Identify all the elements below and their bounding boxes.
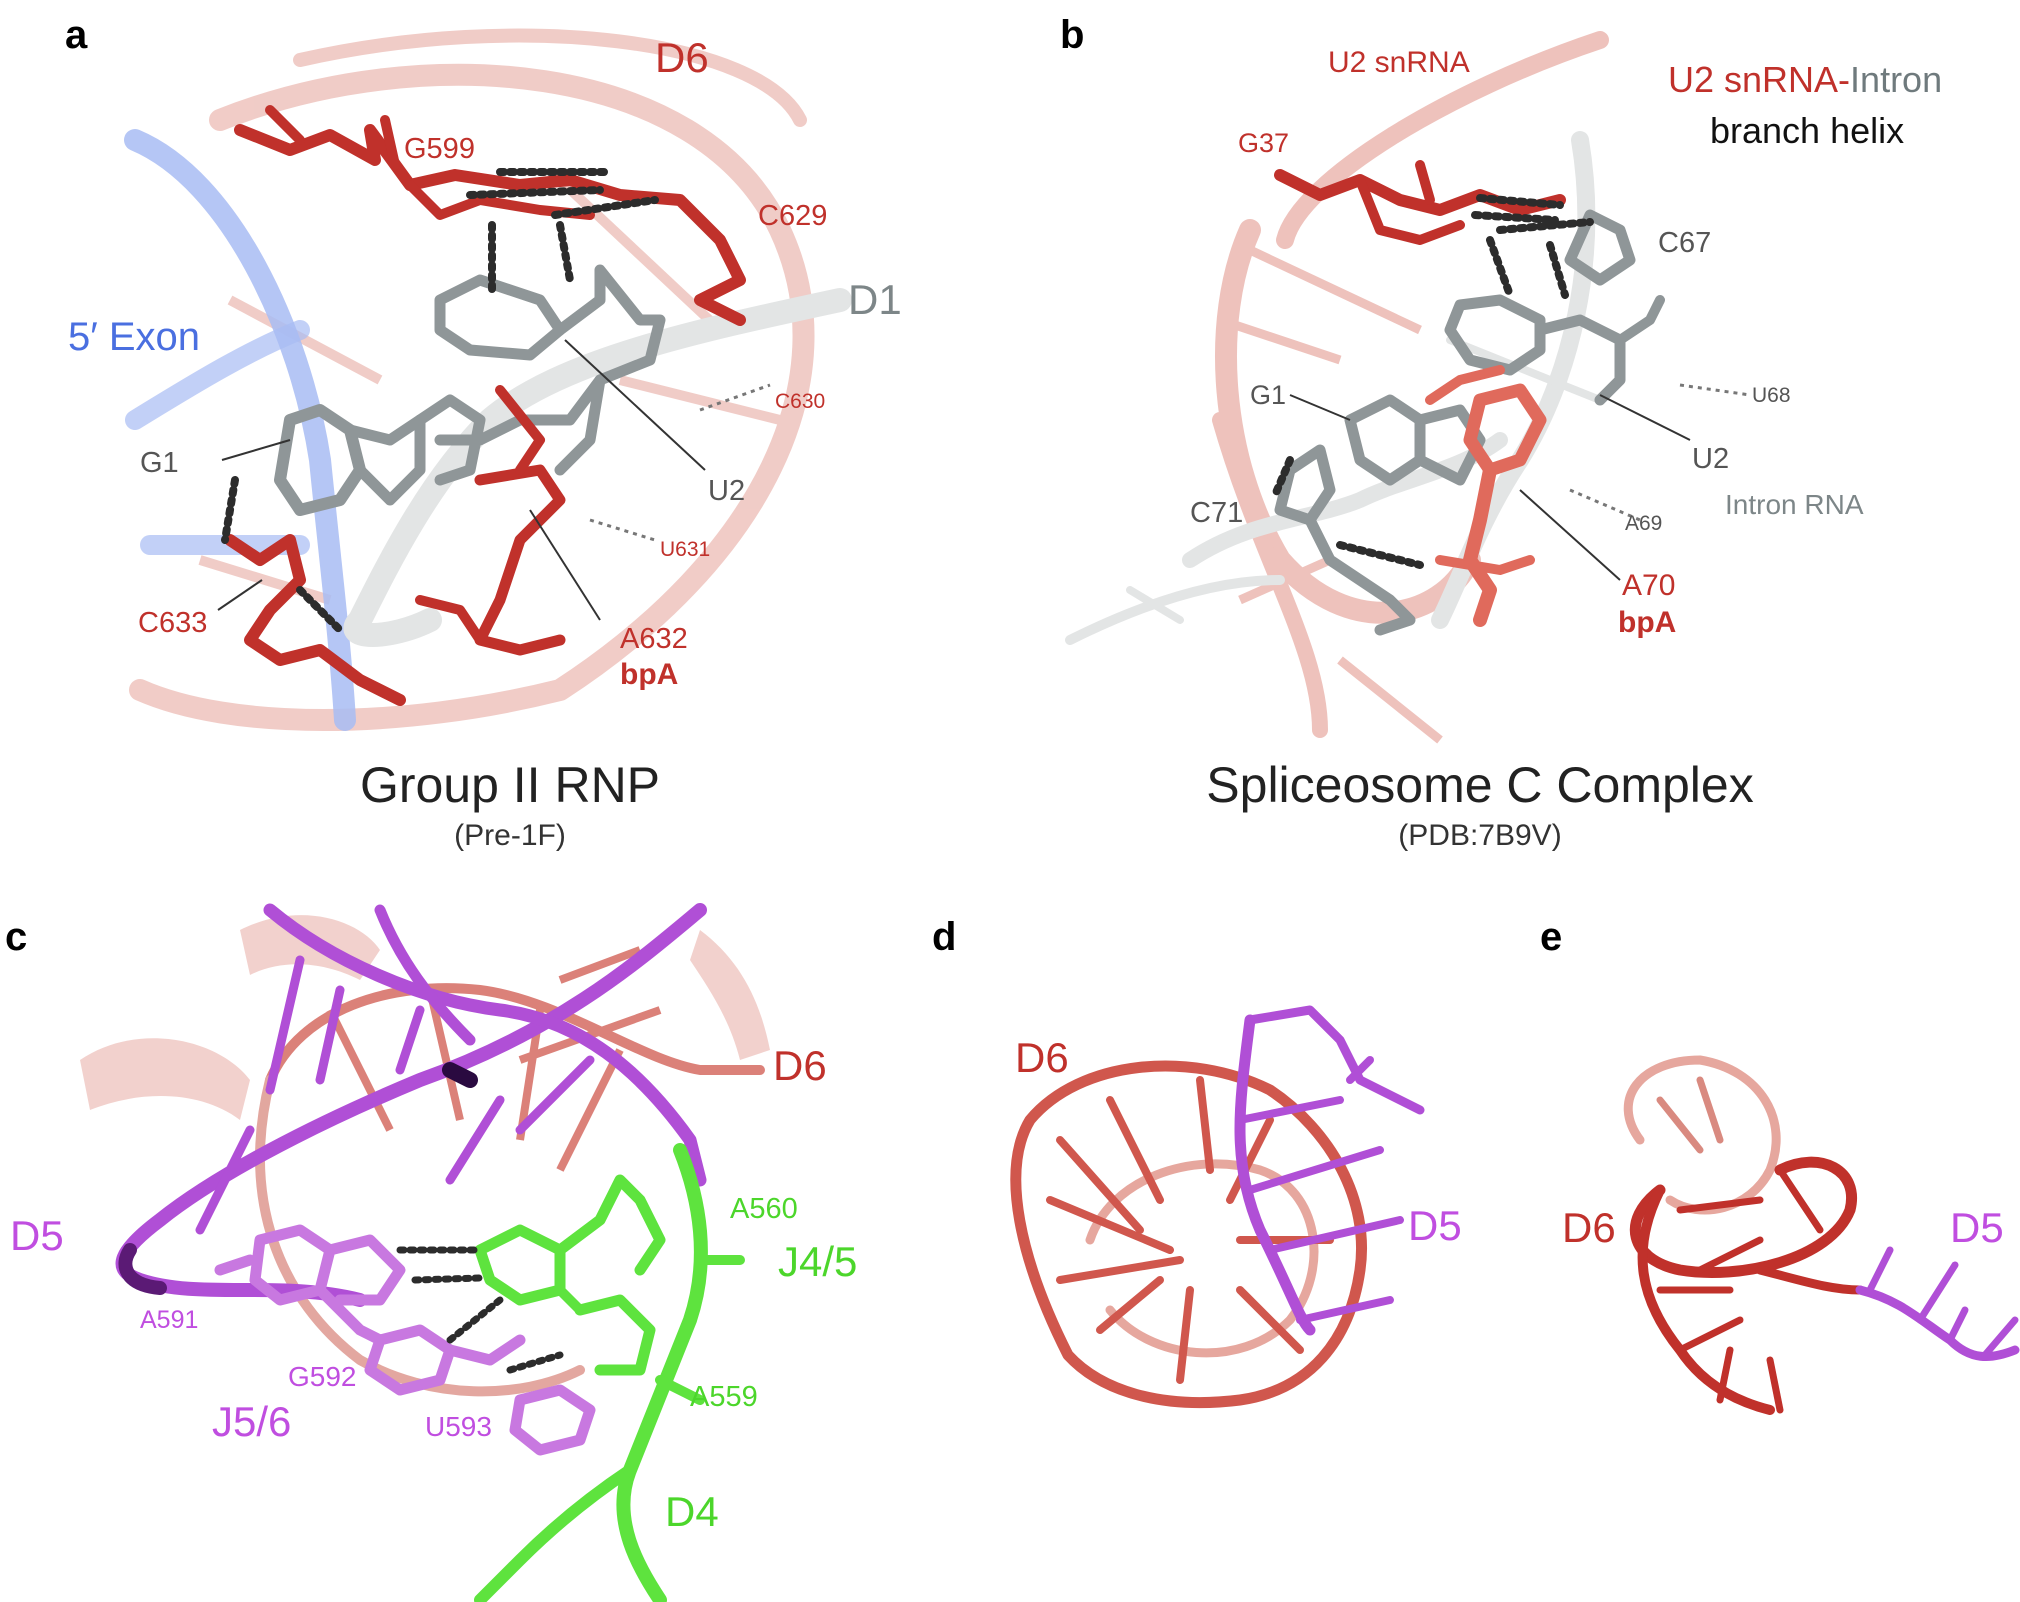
panel-c-label-d6: D6 [773, 1042, 827, 1089]
panel-d-backbone-d5 [1234, 1005, 1425, 1336]
panel-e: e D6 D5 [1540, 915, 2020, 1415]
panel-d: d D6 D5 [932, 915, 1462, 1408]
panel-e-letter: e [1540, 915, 1562, 959]
panel-b-label-g1: G1 [1250, 380, 1286, 410]
panel-b-label-helix-red: U2 snRNA- [1668, 59, 1850, 100]
panel-b-nucleotide-g1-c71 [1274, 394, 1486, 636]
panel-c: c D6 D5 A560 J4/5 A591 G592 J5/6 U593 A5… [5, 903, 857, 1602]
panel-c-label-j45: J4/5 [778, 1238, 857, 1285]
panel-c-hydrogen-bonds [396, 1246, 564, 1374]
panel-a-label-u631: U631 [660, 538, 710, 561]
panel-c-label-a560: A560 [730, 1193, 798, 1225]
panel-b-hydrogen-bonds [1271, 194, 1594, 569]
panel-b-label-helix-grey: Intron [1850, 59, 1942, 100]
panel-c-letter: c [5, 915, 27, 959]
panel-b-label-intron-rna: Intron RNA [1725, 489, 1864, 520]
panel-e-label-d5: D5 [1950, 1204, 2004, 1251]
panel-b-subcaption: (PDB:7B9V) [1398, 819, 1561, 852]
panel-b: b U2 snRNA U2 snRNA-Intron branch helix … [1060, 13, 1942, 852]
panel-b-label-u2-snrna: U2 snRNA [1328, 46, 1470, 79]
panel-a-hydrogen-bonds [221, 168, 659, 634]
panel-c-label-u593: U593 [425, 1411, 492, 1442]
panel-a-label-g599: G599 [404, 133, 475, 165]
panel-a-label-c633: C633 [138, 607, 207, 639]
panel-b-nucleotide-g37-c67 [1274, 160, 1636, 286]
panel-b-label-bpa: bpA [1618, 606, 1676, 639]
panel-b-label-helix: U2 snRNA-Intron [1668, 59, 1942, 100]
panel-c-nucleotides-j56 [214, 1224, 596, 1456]
panel-b-nucleotide-a70 [1425, 365, 1547, 627]
panel-a-subcaption: (Pre-1F) [454, 819, 566, 852]
panel-b-label-u2: U2 [1692, 443, 1729, 475]
panel-a-label-d1: D1 [848, 276, 902, 323]
panel-b-caption: Spliceosome C Complex [1206, 757, 1753, 813]
panel-b-leader-lines [1289, 394, 1691, 581]
panel-b-label-a69: A69 [1625, 512, 1662, 535]
panel-b-label-a70: A70 [1622, 569, 1675, 602]
panel-b-label-c71: C71 [1190, 497, 1243, 529]
panel-c-label-j56: J5/6 [212, 1398, 291, 1445]
panel-e-backbone-d5 [1855, 1246, 2020, 1362]
panel-a-label-u2: U2 [708, 475, 745, 507]
panel-a-label-exon: 5′ Exon [68, 315, 200, 359]
panel-b-label-branch-helix: branch helix [1710, 110, 1904, 151]
panel-b-backbone-red [1212, 31, 1609, 744]
panel-a-nucleotide-g1 [274, 394, 486, 516]
panel-c-label-a591: A591 [140, 1306, 198, 1334]
panel-c-label-g592: G592 [288, 1361, 357, 1392]
panel-a-leader-lines [217, 339, 706, 621]
panel-a-label-c629: C629 [758, 200, 827, 232]
panel-a-backbone-d6 [129, 28, 815, 731]
panel-d-backbone-d6 [1010, 1060, 1367, 1408]
panel-a-caption: Group II RNP [360, 757, 660, 813]
panel-a-nucleotide-a632-c633 [224, 385, 566, 706]
panel-a-label-g1: G1 [140, 447, 179, 479]
panel-e-backbone-d6 [1623, 1055, 1865, 1415]
panel-c-backbone-j45-d4 [474, 1143, 745, 1602]
panel-a-label-d6: D6 [655, 34, 709, 81]
panel-a-label-bpa: bpA [620, 658, 678, 691]
panel-c-backbone-d5 [115, 903, 707, 1307]
panel-b-label-g37: G37 [1238, 128, 1289, 158]
panel-a-dotted-leaders [589, 383, 771, 542]
panel-b-dotted-leaders [1569, 383, 1751, 522]
panel-a-backbone-d1 [343, 288, 852, 647]
panel-b-label-u68: U68 [1752, 384, 1791, 407]
panel-a-letter: a [65, 13, 88, 57]
panel-b-letter: b [1060, 13, 1084, 57]
panel-c-label-d5: D5 [10, 1212, 64, 1259]
panel-b-label-c67: C67 [1658, 227, 1711, 259]
panel-d-label-d6: D6 [1015, 1034, 1069, 1081]
panel-c-label-a559: A559 [690, 1381, 758, 1413]
panel-b-nucleotide-u2 [1444, 294, 1665, 406]
panel-e-label-d6: D6 [1562, 1204, 1616, 1251]
panel-c-label-d4: D4 [665, 1488, 719, 1535]
panel-a: a D6 G599 C629 D1 5′ Exon C630 G1 U2 U63… [65, 13, 902, 852]
panel-d-label-d5: D5 [1408, 1202, 1462, 1249]
panel-c-backbone-d6 [255, 946, 765, 1397]
panel-a-label-c630: C630 [775, 390, 825, 413]
panel-d-letter: d [932, 915, 956, 959]
panel-a-label-a632: A632 [620, 623, 688, 655]
